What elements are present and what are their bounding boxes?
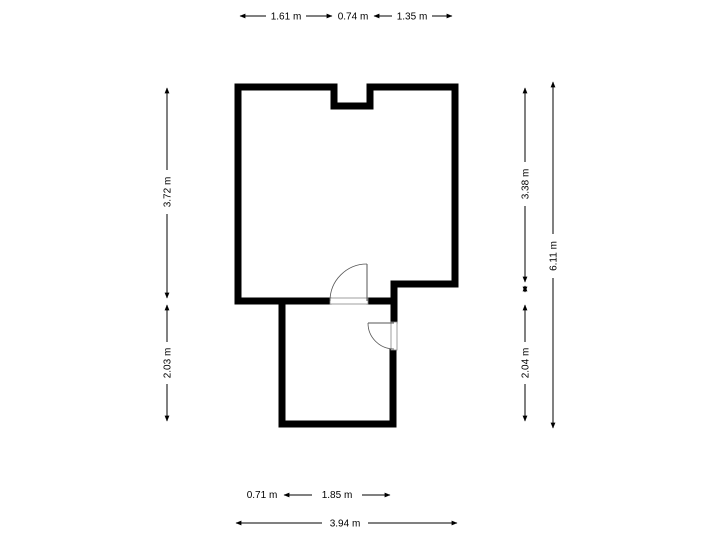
dim-left-lower: 2.03 m <box>163 348 174 379</box>
walls <box>234 83 459 428</box>
dim-top-2: 0.74 m <box>338 12 369 23</box>
door-upper-threshold <box>329 297 369 305</box>
dimension-bottom: 0.71 m 1.85 m 3.94 m <box>235 490 458 530</box>
dimension-right: 3.38 m 2.04 m 6.11 m <box>521 81 560 429</box>
dim-bottom-total: 3.94 m <box>330 519 361 530</box>
dimension-left: 3.72 m 2.03 m <box>163 87 174 422</box>
lower-room-wall <box>278 297 397 428</box>
dim-top-1: 1.61 m <box>271 12 302 23</box>
door-lower-swing <box>367 322 395 350</box>
dim-left-upper: 3.72 m <box>163 177 174 208</box>
dim-bottom-2: 1.85 m <box>322 490 353 501</box>
dim-bottom-1: 0.71 m <box>247 490 278 501</box>
door-lower <box>367 321 398 351</box>
dim-right-total: 6.11 m <box>549 241 560 271</box>
door-upper-swing <box>329 263 368 302</box>
dimension-top: 1.61 m 0.74 m 1.35 m <box>239 12 453 23</box>
upper-room-wall-top-notch <box>330 83 459 305</box>
door-upper <box>329 263 369 305</box>
dim-top-3: 1.35 m <box>397 12 428 23</box>
dim-right-lower: 2.04 m <box>521 348 532 379</box>
upper-room-wall <box>234 83 338 305</box>
dim-right-upper: 3.38 m <box>521 169 532 200</box>
door-lower-threshold <box>390 321 398 351</box>
